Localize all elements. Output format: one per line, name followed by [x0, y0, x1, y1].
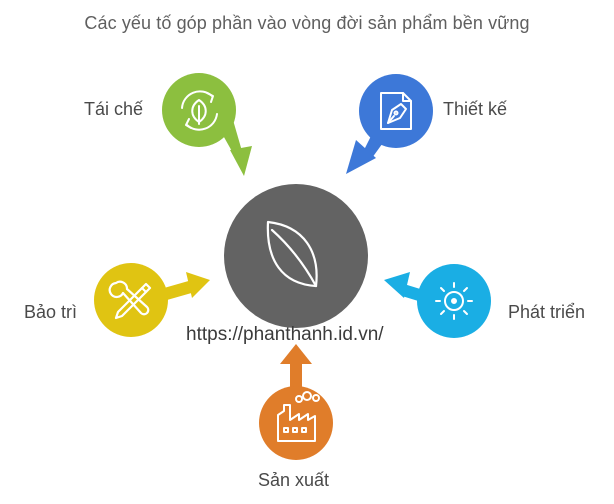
label-design: Thiết kế	[443, 99, 508, 119]
diagram-title: Các yếu tố góp phần vào vòng đời sản phẩ…	[84, 13, 530, 33]
recycle-icon	[181, 90, 218, 131]
design-pen-icon	[380, 92, 412, 130]
label-develop: Phát triển	[508, 302, 586, 322]
leaf-icon	[266, 220, 318, 288]
label-maintain: Bảo trì	[24, 302, 78, 322]
tools-icon	[108, 280, 152, 320]
sun-icon	[435, 282, 473, 320]
label-recycle: Tái chế	[84, 99, 144, 119]
label-produce: Sản xuất	[258, 470, 330, 490]
connector-produce	[280, 344, 312, 394]
factory-icon	[277, 391, 320, 442]
watermark-url: https://phanthanh.id.vn/	[186, 324, 384, 345]
